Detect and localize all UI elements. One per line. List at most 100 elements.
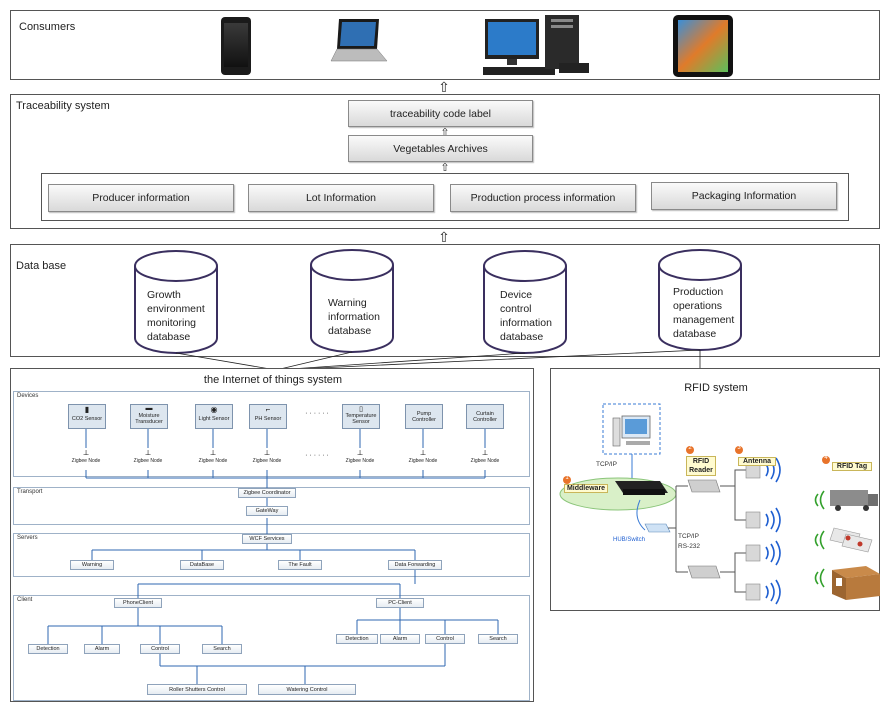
desktop-computer-icon bbox=[483, 15, 589, 75]
wcf-services-box: WCF Services bbox=[242, 534, 292, 544]
rs232-label: RS-232 bbox=[678, 543, 701, 550]
iot-title: the Internet of things system bbox=[203, 374, 343, 386]
phone-client-box: PhoneClient bbox=[114, 598, 162, 608]
gateway-box: GateWay bbox=[246, 506, 288, 516]
rfid-title: RFID system bbox=[684, 382, 748, 394]
server-data-forwarding-box: Data Forwarding bbox=[388, 560, 442, 570]
tablet-icon bbox=[673, 15, 733, 77]
rfid-num-4: 4 bbox=[824, 455, 828, 461]
zigbee-node: ⟂Zigbee Node bbox=[133, 448, 163, 464]
antenna-icon: ⟂ bbox=[420, 448, 426, 457]
device-light-sensor: ◉Light Sensor bbox=[195, 404, 233, 429]
up-arrow-icon: ⇧ bbox=[438, 79, 450, 95]
device-temperature-sensor: ▯Temperature Sensor bbox=[342, 404, 380, 429]
antenna-icon: ⟂ bbox=[210, 448, 216, 457]
device-moisture-transducer: ▬Moisture Transducer bbox=[130, 404, 168, 429]
traceability-title: Traceability system bbox=[16, 100, 110, 112]
truck-icon bbox=[830, 490, 878, 511]
cylinder-growth bbox=[134, 250, 218, 354]
vegetables-archives-box: Vegetables Archives bbox=[348, 135, 533, 162]
pc-alarm-box: Alarm bbox=[380, 634, 420, 644]
servers-section-title: Servers bbox=[17, 535, 38, 541]
device-curtain-controller: Curtain Controller bbox=[466, 404, 504, 429]
roller-shutters-control-box: Roller Shutters Control bbox=[147, 684, 247, 695]
info-boxes-group: Producer information Lot Information Pro… bbox=[41, 173, 849, 221]
smartphone-icon bbox=[221, 17, 251, 75]
cylinder-warning bbox=[310, 249, 394, 353]
server-fault-box: The Fault bbox=[278, 560, 322, 570]
transport-section-title: Transport bbox=[17, 489, 43, 495]
device-ph-label: PH Sensor bbox=[254, 416, 282, 422]
up-arrow-icon: ⇧ bbox=[440, 162, 450, 174]
zigbee-node: ⟂Zigbee Node bbox=[71, 448, 101, 464]
server-warning-box: Warning bbox=[70, 560, 114, 570]
production-process-information-box: Production process information bbox=[450, 184, 636, 212]
zigbee-node: ⟂Zigbee Node bbox=[345, 448, 375, 464]
antenna-icon: ⟂ bbox=[357, 448, 363, 457]
client-section-title: Client bbox=[17, 597, 33, 603]
up-arrow-icon: ⇧ bbox=[438, 229, 450, 245]
devices-section-title: Devices bbox=[17, 393, 39, 399]
zigbee-node: ⟂Zigbee Node bbox=[408, 448, 438, 464]
device-ph-sensor: ⌐PH Sensor bbox=[249, 404, 287, 429]
devices-ellipsis: · · · · · · bbox=[305, 410, 329, 417]
tags-icon bbox=[829, 527, 873, 553]
warning-database-label: Warning information database bbox=[328, 297, 380, 337]
zigbee-node: ⟂Zigbee Node bbox=[198, 448, 228, 464]
rfid-num-3: 3 bbox=[737, 445, 741, 451]
pc-search-box: Search bbox=[478, 634, 518, 644]
device-moisture-label: Moisture Transducer bbox=[135, 413, 163, 425]
device-pump-label: Pump Controller bbox=[412, 411, 436, 423]
device-co2-sensor: ▮CO2 Sensor bbox=[68, 404, 106, 429]
package-box-icon bbox=[832, 566, 880, 600]
consumers-title: Consumers bbox=[19, 21, 76, 33]
zigbee-coordinator-box: Zigbee Coordinator bbox=[238, 488, 296, 498]
production-database-label: Production operations management databas… bbox=[673, 286, 735, 340]
producer-information-box: Producer information bbox=[48, 184, 234, 212]
server-database-box: DataBase bbox=[180, 560, 224, 570]
pc-detection-box: Detection bbox=[336, 634, 378, 644]
traceability-code-label-box: traceability code label bbox=[348, 100, 533, 127]
device-co2-label: CO2 Sensor bbox=[71, 416, 103, 422]
antenna-label: Antenna bbox=[738, 457, 776, 466]
antenna-icon: ⟂ bbox=[482, 448, 488, 457]
phone-search-box: Search bbox=[202, 644, 242, 654]
pc-control-box: Control bbox=[425, 634, 465, 644]
packaging-information-box: Packaging Information bbox=[651, 182, 837, 210]
lot-information-box: Lot Information bbox=[248, 184, 434, 212]
hub-switch-label: HUB/Switch bbox=[613, 537, 646, 543]
database-title: Data base bbox=[16, 260, 67, 272]
zigbee-node: ⟂Zigbee Node bbox=[470, 448, 500, 464]
cylinder-device bbox=[483, 250, 567, 354]
tcpip-side-label: TCP/IP bbox=[678, 533, 699, 540]
watering-control-box: Watering Control bbox=[258, 684, 356, 695]
zigbee-node: ⟂Zigbee Node bbox=[252, 448, 282, 464]
antenna-icon: ⟂ bbox=[264, 448, 270, 457]
consumers-panel: Consumers bbox=[10, 10, 880, 80]
rfid-reader-label: RFID Reader bbox=[686, 456, 716, 476]
rfid-num-2: 2 bbox=[688, 445, 692, 451]
pc-client-box: PC-Client bbox=[376, 598, 424, 608]
nodes-ellipsis: · · · · · · bbox=[305, 452, 329, 459]
antenna-icon: ⟂ bbox=[145, 448, 151, 457]
phone-control-box: Control bbox=[140, 644, 180, 654]
up-arrow-icon: ⇧ bbox=[440, 127, 450, 139]
cylinder-production bbox=[658, 249, 742, 351]
laptop-icon bbox=[330, 19, 388, 62]
antenna-icon: ⟂ bbox=[83, 448, 89, 457]
device-curtain-label: Curtain Controller bbox=[473, 411, 497, 423]
middleware-label: Middleware bbox=[564, 484, 608, 493]
tcpip-top-label: TCP/IP bbox=[596, 461, 617, 468]
device-database-label: Device control information database bbox=[500, 289, 552, 343]
phone-alarm-box: Alarm bbox=[84, 644, 120, 654]
growth-database-label: Growth environment monitoring database bbox=[147, 289, 205, 343]
rfid-num-1: 1 bbox=[565, 475, 569, 481]
rfid-tag-label: RFID Tag bbox=[832, 462, 872, 471]
phone-detection-box: Detection bbox=[28, 644, 68, 654]
device-pump-controller: Pump Controller bbox=[405, 404, 443, 429]
device-light-label: Light Sensor bbox=[198, 416, 230, 422]
device-temperature-label: Temperature Sensor bbox=[345, 413, 377, 425]
